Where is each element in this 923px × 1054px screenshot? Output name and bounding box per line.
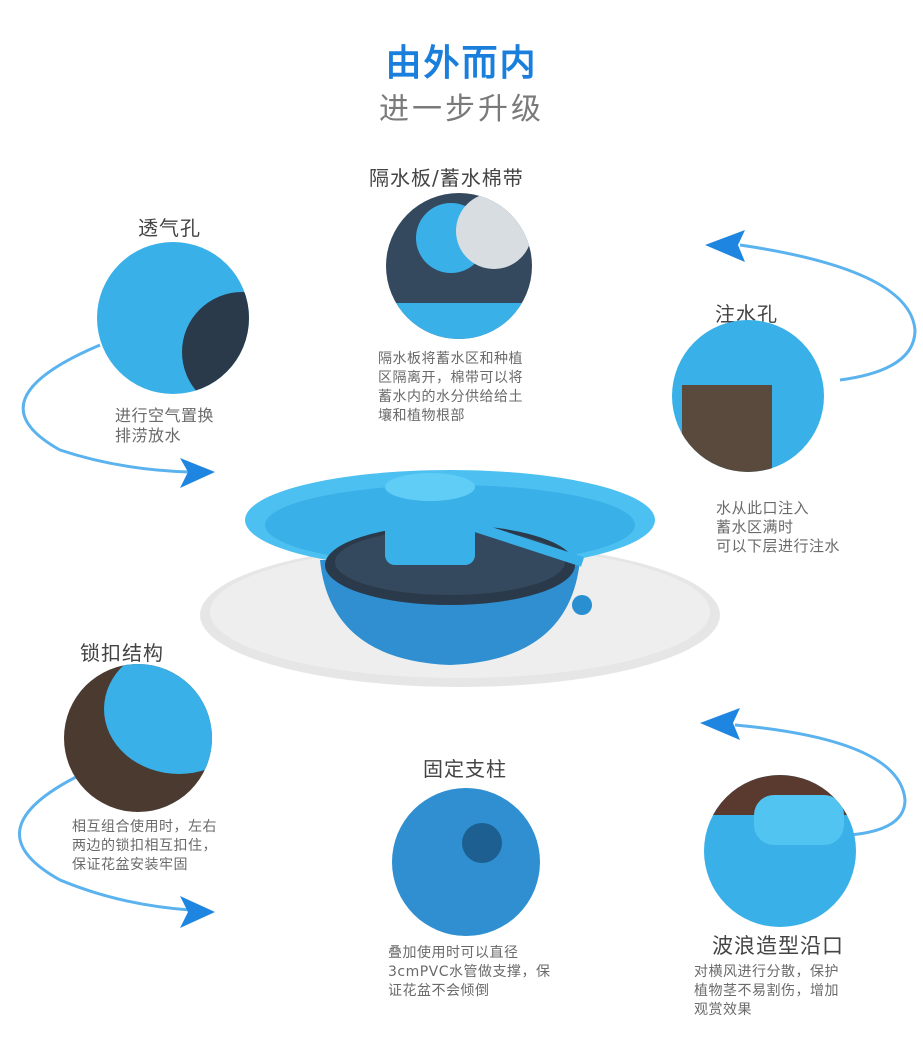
feature-image-vent-hole	[97, 242, 249, 394]
feature-image-support-pillar	[392, 788, 540, 936]
feature-desc-line: 壤和植物根部	[378, 408, 465, 424]
feature-label-lock-structure: 锁扣结构	[80, 641, 164, 665]
feature-desc-line: 对横风进行分散，保护	[694, 964, 839, 980]
arrow-right-icon	[180, 896, 215, 928]
feature-desc-line: 两边的锁扣相互扣住，	[72, 838, 217, 854]
feature-desc-line: 隔水板将蓄水区和种植	[378, 351, 523, 367]
feature-desc-line: 蓄水内的水分供给给土	[378, 389, 523, 405]
feature-desc-line: 保证花盆安装牢固	[72, 857, 188, 873]
feature-label-support-pillar: 固定支柱	[423, 757, 507, 781]
feature-desc-line: 水从此口注入	[716, 499, 810, 517]
arrow-left-icon	[700, 708, 740, 740]
product-main-image	[180, 440, 720, 700]
feature-desc-line: 观赏效果	[694, 1002, 752, 1018]
feature-image-water-inlet	[672, 320, 824, 472]
feature-desc-line: 蓄水区满时	[716, 518, 794, 536]
feature-desc-line: 相互组合使用时，左右	[72, 819, 217, 835]
feature-desc-line: 区隔离开，棉带可以将	[378, 370, 523, 386]
feature-label-wave-rim: 波浪造型沿口	[712, 934, 844, 958]
feature-desc-line: 排涝放水	[115, 426, 182, 445]
feature-desc-line: 植物茎不易割伤，增加	[694, 983, 839, 999]
arrow-right-icon	[180, 458, 215, 488]
feature-label-water-barrier: 隔水板/蓄水棉带	[369, 166, 524, 190]
arrow-left-icon	[705, 230, 745, 262]
feature-desc-line: 3cmPVC水管做支撑，保	[388, 964, 551, 980]
feature-label-vent-hole: 透气孔	[138, 216, 201, 240]
feature-image-lock-structure	[64, 664, 212, 812]
page-title: 由外而内	[385, 43, 538, 84]
planter-illustration	[200, 470, 720, 687]
page-subtitle: 进一步升级	[379, 92, 544, 127]
feature-image-water-barrier	[386, 193, 532, 339]
feature-desc-line: 进行空气置换	[115, 406, 215, 425]
feature-desc-line: 可以下层进行注水	[716, 537, 841, 555]
feature-image-wave-rim	[704, 775, 856, 927]
feature-desc-line: 叠加使用时可以直径	[388, 945, 519, 961]
feature-desc-line: 证花盆不会倾倒	[388, 983, 490, 999]
